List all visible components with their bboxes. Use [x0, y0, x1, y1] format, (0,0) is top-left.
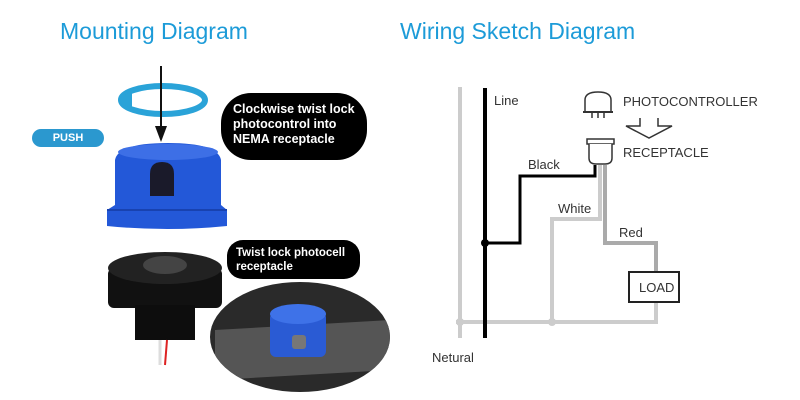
photocontrol-cap-image [107, 143, 227, 229]
callout-receptacle: Twist lock photocell receptacle [227, 240, 360, 279]
callout-twist-lock: Clockwise twist lock photocontrol into N… [221, 93, 367, 160]
receptacle-icon [586, 138, 615, 165]
push-arrow-icon [155, 66, 167, 142]
mounting-title: Mounting Diagram [60, 18, 248, 44]
push-badge: PUSH [32, 129, 104, 147]
wiring-schematic [456, 87, 680, 338]
label-receptacle: RECEPTACLE [623, 145, 709, 160]
label-red: Red [619, 225, 643, 240]
label-photocontroller: PHOTOCONTROLLER [623, 94, 758, 109]
label-black: Black [528, 157, 560, 172]
photocontroller-icon [583, 91, 613, 118]
label-neutral: Netural [432, 350, 474, 365]
installed-photo-image [210, 282, 390, 392]
label-white: White [558, 201, 592, 216]
wiring-title: Wiring Sketch Diagram [400, 18, 636, 44]
down-arrow-icon [625, 118, 673, 139]
label-load: LOAD [639, 280, 675, 295]
receptacle-image [108, 252, 222, 366]
label-line: Line [494, 93, 519, 108]
rotate-arrow-icon [118, 83, 208, 117]
